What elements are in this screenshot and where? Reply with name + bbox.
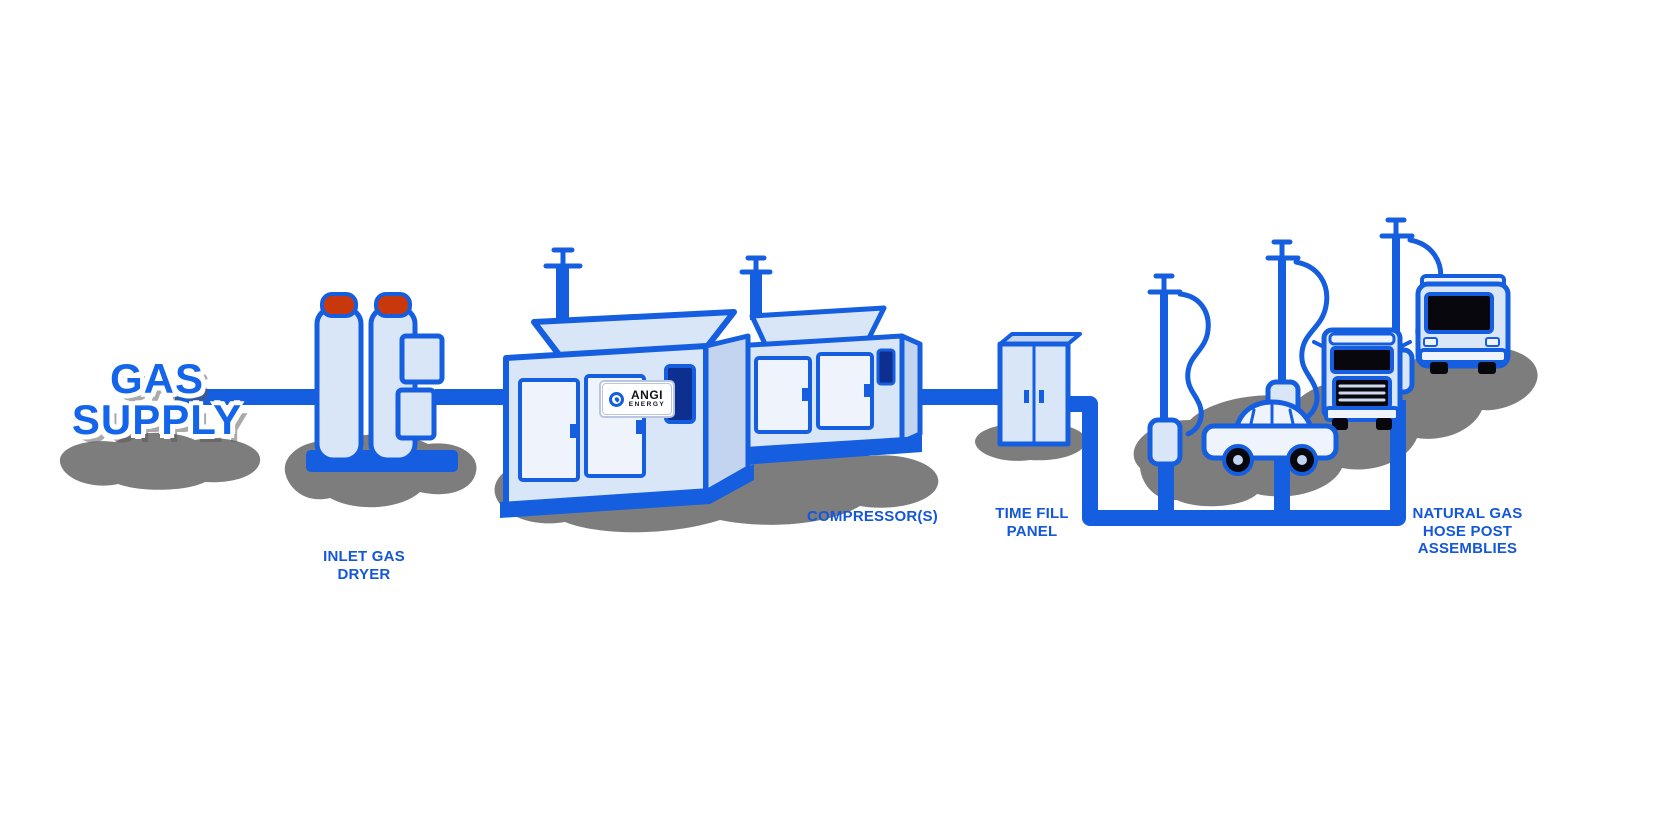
truck-wheel-right <box>1376 418 1392 430</box>
angi-logo-text: ANGI ENERGY <box>629 389 665 409</box>
bus-light-right <box>1485 337 1500 347</box>
front-stack-cap <box>543 247 583 269</box>
front-door-1 <box>518 378 580 482</box>
truck-grille-slats <box>1338 384 1386 402</box>
panel-handle-right <box>1039 390 1044 403</box>
bus-light-left <box>1423 337 1438 347</box>
truck-wheel-left <box>1332 418 1348 430</box>
rear-door-1 <box>754 356 812 434</box>
rear-door-1-handle <box>802 388 808 401</box>
rear-door-2 <box>816 352 874 430</box>
hose-post-line3: ASSEMBLIES <box>1417 540 1518 558</box>
dryer-control-box-upper <box>399 333 445 385</box>
bus-windshield <box>1424 292 1494 334</box>
inlet-gas-dryer-label: INLET GAS DRYER <box>298 548 430 583</box>
post-1-base <box>1147 417 1183 467</box>
dryer-tank-1-cap <box>320 292 358 318</box>
gas-supply-line2: SUPPLY <box>71 396 243 444</box>
front-door-2-handle <box>636 420 643 434</box>
truck-bumper <box>1324 406 1400 422</box>
hose-post-1 <box>1147 273 1211 467</box>
angi-logo-subname: ENERGY <box>628 401 666 409</box>
ground-gas-supply <box>59 432 261 490</box>
gas-supply-line1: GAS <box>109 355 204 402</box>
post-3-pole <box>1392 236 1400 356</box>
dryer-tank-2-cap <box>374 292 412 318</box>
truck-roof <box>1328 332 1396 346</box>
truck <box>1312 327 1412 430</box>
post-1-cap <box>1147 273 1183 295</box>
compressors-text: COMPRESSOR(S) <box>807 508 938 525</box>
rear-window <box>876 348 896 386</box>
compressor-unit-rear <box>728 255 923 466</box>
hose-post-line2: HOSE POST <box>1422 522 1513 540</box>
pipe-panel-to-posts <box>1062 396 1406 526</box>
angi-logo-name: ANGI <box>630 388 663 403</box>
inlet-gas-dryer <box>306 292 458 472</box>
bus-wheel-right <box>1478 362 1496 374</box>
time-fill-panel-label: TIME FILL PANEL <box>973 505 1091 540</box>
angi-energy-logo: ANGI ENERGY <box>602 383 672 415</box>
time-fill-panel-line2: PANEL <box>1006 522 1058 540</box>
rear-vent-stack <box>750 272 762 320</box>
bus-bumper <box>1418 348 1508 364</box>
post-2-pole <box>1278 258 1286 388</box>
post-1-hose <box>1177 291 1211 437</box>
gas-supply-label: GAS SUPPLY <box>54 355 260 444</box>
angi-drop-icon <box>608 391 624 407</box>
hose-post-assemblies-label: NATURAL GAS HOSE POST ASSEMBLIES <box>1400 505 1535 558</box>
post-2-hose <box>1293 259 1330 423</box>
compressors-label: COMPRESSOR(S) <box>795 508 950 526</box>
rear-stack-cap <box>739 255 773 275</box>
bus <box>1415 274 1511 374</box>
dryer-tank-1 <box>314 305 364 463</box>
time-fill-panel-cabinet <box>997 332 1082 447</box>
car-hub-front <box>1233 455 1243 465</box>
hose-post-line1: NATURAL GAS <box>1412 505 1523 522</box>
post-2-cap <box>1265 239 1301 261</box>
car-hub-rear <box>1297 455 1307 465</box>
front-base <box>500 464 754 518</box>
bus-wheel-left <box>1430 362 1448 374</box>
truck-windshield <box>1330 346 1394 374</box>
post-1-pole <box>1160 292 1168 428</box>
vehicles <box>1201 274 1511 476</box>
car <box>1201 399 1339 476</box>
rear-base <box>728 436 922 466</box>
front-door-1-handle <box>570 424 577 438</box>
inlet-gas-dryer-line1: INLET GAS <box>323 548 405 565</box>
time-fill-panel-line1: TIME FILL <box>995 505 1069 522</box>
dryer-control-box-lower <box>395 387 437 441</box>
post-3-cap <box>1379 217 1415 239</box>
front-vent-stack <box>556 266 569 324</box>
inlet-gas-dryer-line2: DRYER <box>337 565 391 583</box>
front-body-side <box>703 333 751 495</box>
rear-door-2-handle <box>864 384 870 397</box>
hose-post-2 <box>1265 239 1330 429</box>
rear-body-side <box>899 333 923 445</box>
panel-handle-left <box>1024 390 1029 403</box>
